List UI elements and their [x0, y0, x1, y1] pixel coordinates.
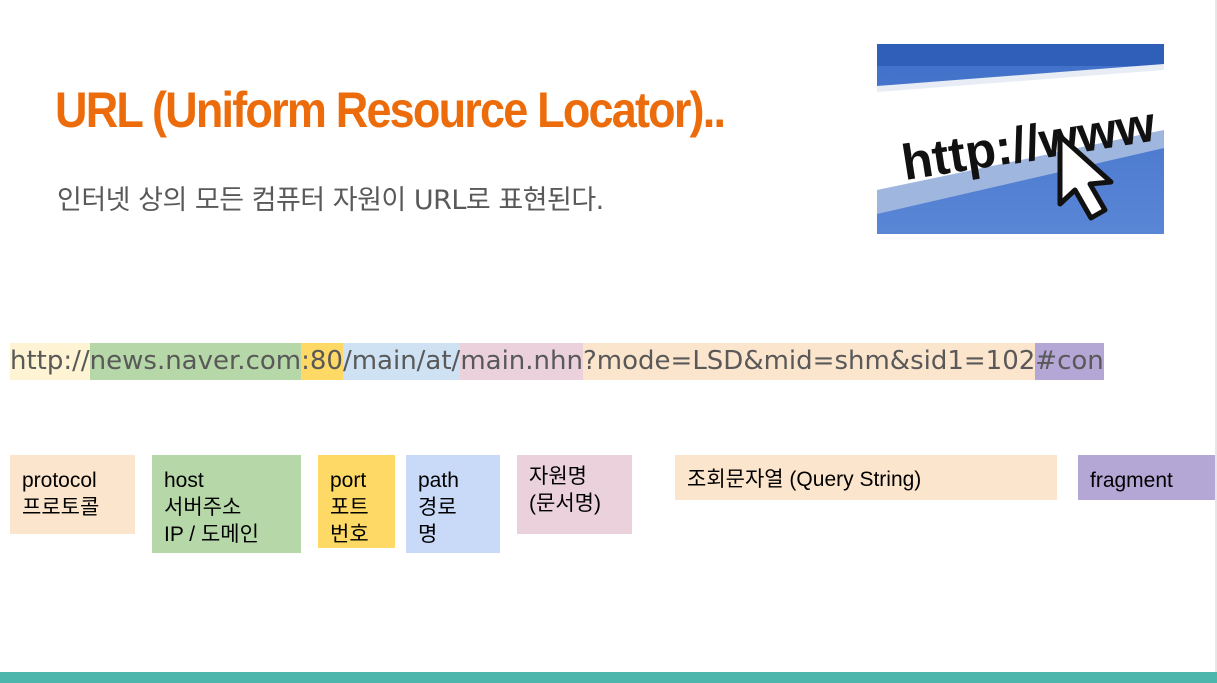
footer-bar — [0, 672, 1217, 683]
label-query: 조회문자열 (Query String) — [675, 455, 1057, 500]
url-segment-query: ?mode=LSD&mid=shm&sid1=102 — [583, 343, 1036, 380]
label-host: host 서버주소 IP / 도메인 — [152, 455, 301, 553]
url-example: http://news.naver.com:80/main/at/main.nh… — [10, 343, 1104, 380]
url-segment-protocol: http:// — [10, 343, 90, 380]
http-address-bar-image: http://www — [877, 44, 1164, 234]
label-port: port 포트 번호 — [318, 455, 395, 548]
slide-title: URL (Uniform Resource Locator).. — [55, 82, 726, 138]
url-segment-host: news.naver.com — [89, 343, 302, 380]
label-resource: 자원명 (문서명) — [517, 455, 632, 534]
url-segment-resource: main.nhn — [460, 343, 583, 380]
slide-right-border — [1215, 0, 1217, 672]
url-segment-fragment: #con — [1035, 343, 1104, 380]
mouse-cursor-icon — [1057, 133, 1114, 221]
url-segment-port: :80 — [301, 343, 343, 380]
slide-subtitle: 인터넷 상의 모든 컴퓨터 자원이 URL로 표현된다. — [57, 185, 604, 216]
label-path: path 경로 명 — [406, 455, 500, 553]
label-protocol: protocol 프로토콜 — [10, 455, 135, 534]
label-fragment: fragment — [1078, 455, 1215, 500]
url-segment-path: /main/at/ — [342, 343, 461, 380]
